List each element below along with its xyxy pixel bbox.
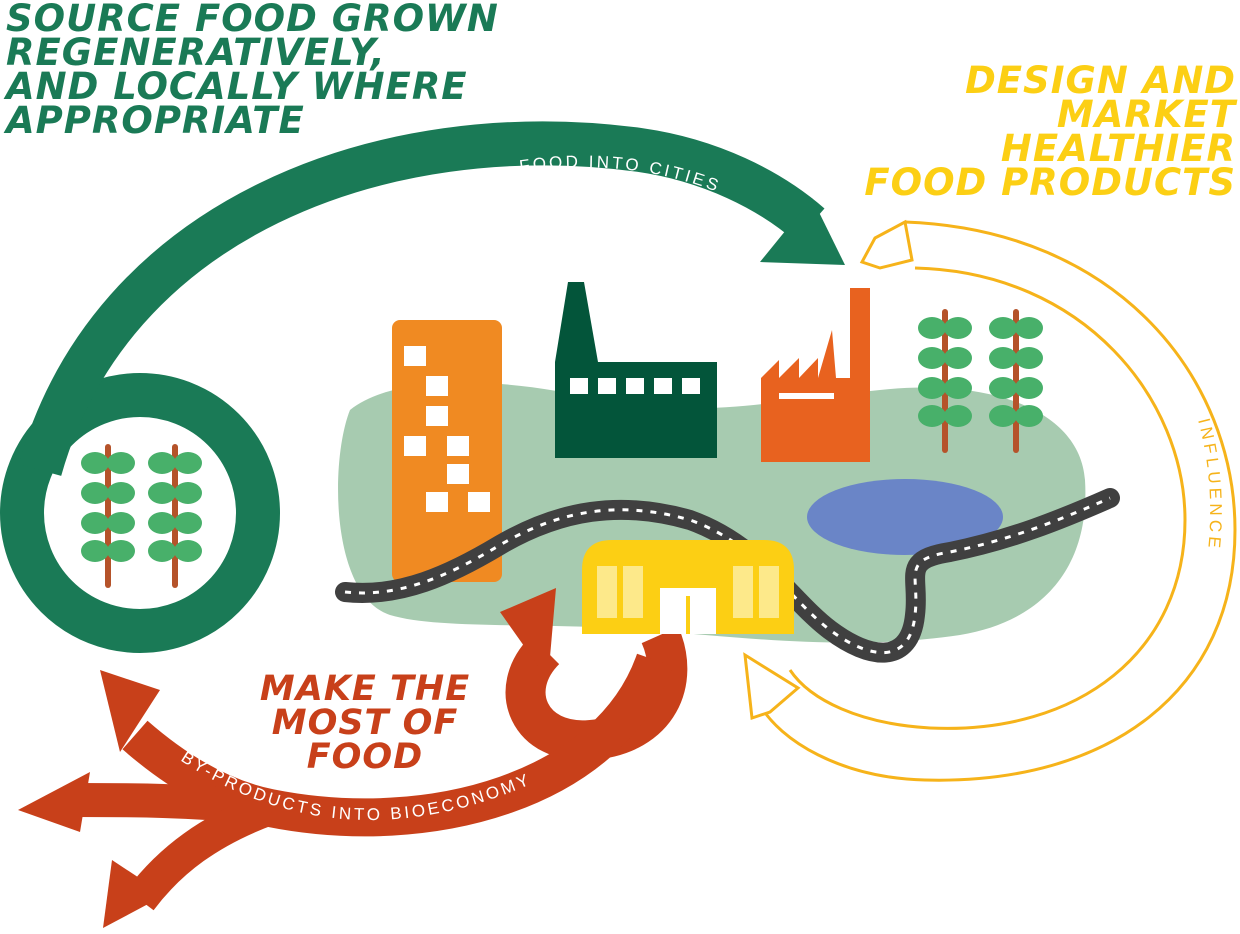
office-building — [392, 320, 502, 582]
land-area — [338, 382, 1086, 643]
heading-line: APPROPRIATE — [6, 99, 305, 142]
red-loop-arrowhead — [500, 588, 556, 680]
heading-source-food: SOURCE FOOD GROWN REGENERATIVELY, AND LO… — [6, 0, 526, 142]
road — [335, 488, 1120, 663]
tree-icon — [81, 447, 135, 585]
heading-line: HEALTHIER — [1000, 127, 1236, 170]
heading-line: SOURCE FOOD GROWN — [6, 0, 499, 40]
market-building — [582, 540, 794, 634]
heading-line: MARKET — [1056, 93, 1236, 136]
green-loop-arrow — [0, 121, 845, 653]
red-bioeconomy-arrows — [18, 588, 688, 928]
heading-line: AND LOCALLY WHERE — [6, 65, 468, 108]
green-arrowhead — [760, 198, 845, 265]
heading-make-most-of-food: MAKE THE MOST OF FOOD — [240, 669, 490, 777]
heading-design-market: DESIGN AND MARKET HEALTHIER FOOD PRODUCT… — [816, 59, 1236, 204]
red-arrowhead-left — [18, 772, 90, 832]
tree-icon — [148, 447, 202, 585]
heading-line: MOST OF — [271, 703, 459, 743]
heading-line: DESIGN AND — [965, 59, 1236, 102]
yellow-influence-arrows — [743, 219, 1237, 782]
lake — [807, 479, 1003, 555]
red-arrowhead-bottom — [103, 860, 165, 928]
heading-line: FOOD PRODUCTS — [864, 161, 1236, 204]
orange-factory — [761, 288, 870, 462]
red-arrowhead-top — [100, 670, 160, 752]
dark-green-factory — [555, 282, 717, 458]
heading-line: REGENERATIVELY, — [6, 31, 386, 74]
heading-line: FOOD — [306, 737, 424, 777]
heading-line: MAKE THE — [259, 669, 471, 709]
